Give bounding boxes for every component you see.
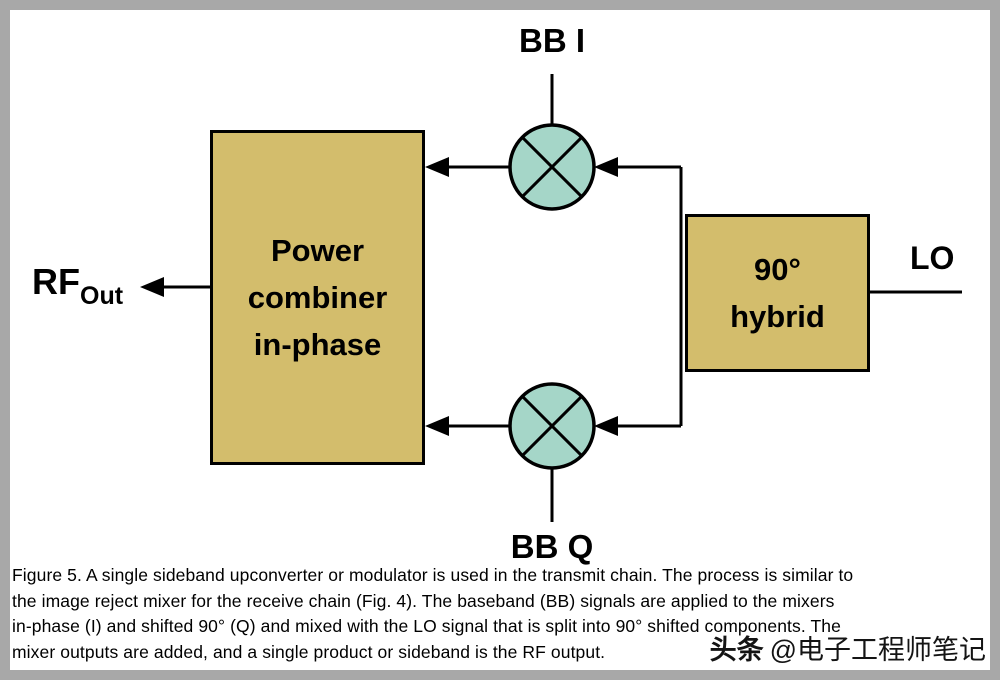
bb-i-label: BB I — [519, 22, 585, 59]
watermark-handle: @电子工程师笔记 — [769, 635, 986, 665]
lo-label: LO — [910, 240, 955, 276]
bb-q-label: BB Q — [510, 528, 594, 565]
figure-caption: Figure 5. A single sideband upconverter … — [12, 563, 853, 665]
rf-out-label: RFOut — [32, 261, 123, 311]
hybrid-box: 90° hybrid — [685, 214, 870, 372]
caption-line: in-phase (I) and shifted 90° (Q) and mix… — [12, 616, 841, 636]
hybrid-label-line: 90° — [754, 252, 801, 287]
power-combiner-label-line: Power — [270, 233, 365, 268]
caption-line: Figure 5. A single sideband upconverter … — [12, 565, 854, 585]
watermark: 头条@电子工程师笔记 — [710, 628, 986, 667]
caption-line: mixer outputs are added, and a single pr… — [12, 641, 606, 662]
hybrid-label-line: hybrid — [730, 299, 825, 334]
rf-out-subscript: Out — [80, 282, 124, 310]
rf-out-main: RF — [32, 261, 80, 302]
caption-line: the image reject mixer for the receive c… — [12, 590, 835, 611]
power-combiner-label-line: combiner — [247, 280, 388, 315]
toutiao-logo: 头条 — [709, 635, 764, 665]
power-combiner-box: Power combiner in-phase — [210, 130, 425, 465]
power-combiner-label-line: in-phase — [253, 327, 382, 362]
